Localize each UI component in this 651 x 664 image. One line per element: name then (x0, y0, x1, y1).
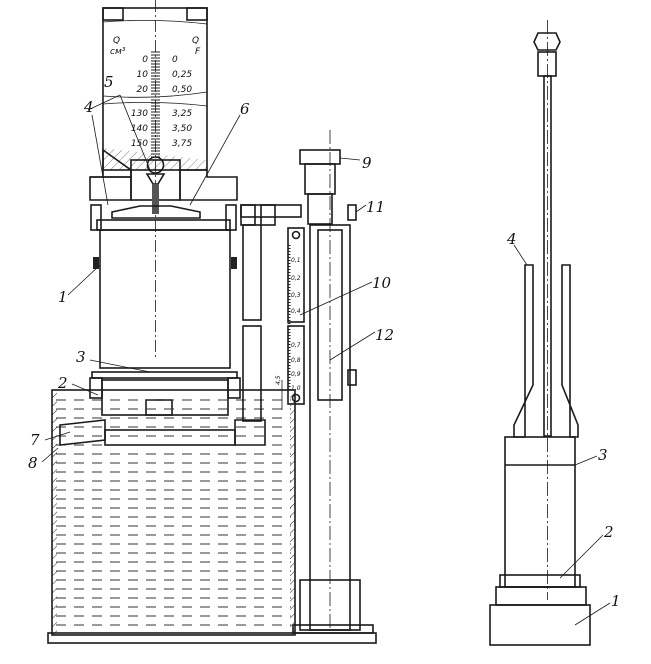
scale-right-value: 0,50 (172, 85, 192, 95)
penetrometer (489, 20, 611, 646)
callout-5: 5 (104, 73, 114, 91)
callout-1: 1 (58, 288, 68, 306)
ruler-value: 1,0 (291, 385, 301, 392)
scale-left-value: 20 (137, 85, 149, 95)
callout-2: 2 (57, 374, 68, 392)
callout-4: 4 (83, 98, 94, 116)
stand (292, 130, 374, 634)
callout-7: 7 (30, 431, 40, 449)
scale-right-value: 3,50 (172, 124, 192, 134)
ruler-value: 0,1 (291, 257, 301, 264)
ruler-value: 0,4 (291, 308, 301, 315)
scale-left-unit-sub: см³ (110, 47, 126, 57)
level-gauge (240, 204, 305, 422)
scale-left-value: 130 (131, 109, 148, 119)
ruler-value: 0,3 (291, 292, 301, 299)
right-callout-1: 1 (611, 592, 621, 610)
ruler-value: 0,7 (291, 342, 301, 349)
right-callout-4: 4 (506, 230, 517, 248)
scale-right-value: 3,75 (172, 139, 192, 149)
scale-right-value: 3,25 (172, 109, 192, 119)
callout-3: 3 (76, 348, 86, 366)
sample-cylinder (89, 229, 241, 416)
ruler-value: 0,9 (291, 371, 301, 378)
right-callout-3: 3 (598, 446, 608, 464)
water-tank (47, 389, 377, 644)
scale-left-unit: Q (113, 36, 120, 46)
callout-12: 12 (375, 326, 394, 344)
callout-11: 11 (366, 198, 385, 216)
scale-left-value: 0 (142, 55, 148, 65)
callout-6: 6 (240, 100, 250, 118)
callout-9: 9 (362, 154, 372, 172)
leader-lines (41, 94, 376, 463)
scale-left-value: 140 (131, 124, 148, 134)
ruler-value: 0,8 (291, 357, 301, 364)
dimension-label: 4,5 (275, 375, 282, 385)
callout-10: 10 (372, 274, 392, 292)
cap-block (89, 148, 238, 231)
ruler-value: 0,2 (291, 275, 301, 282)
scale-right-value: 0 (172, 55, 178, 65)
scale-left-value: 10 (137, 70, 149, 80)
scale-right-unit: Q (192, 36, 199, 46)
scale-tube (102, 0, 208, 360)
callout-8: 8 (28, 454, 38, 472)
right-callout-2: 2 (603, 523, 614, 541)
scale-right-value: 0,25 (172, 70, 192, 80)
scale-right-unit-sub: F (195, 47, 201, 57)
